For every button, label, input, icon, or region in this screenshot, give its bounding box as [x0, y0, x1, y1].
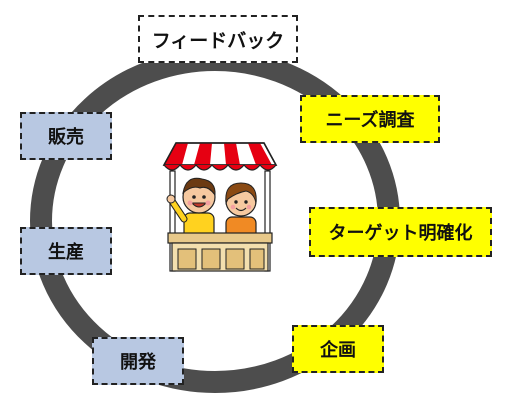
- shop-stall-with-children-icon: [162, 142, 278, 272]
- step-planning-label: 企画: [320, 340, 356, 361]
- step-development-label: 開発: [120, 352, 156, 373]
- step-planning: 企画: [292, 325, 384, 373]
- step-production: 生産: [20, 227, 112, 275]
- step-development: 開発: [92, 337, 184, 385]
- step-sales-label: 販売: [48, 127, 84, 148]
- step-needs-research-label: ニーズ調査: [325, 110, 415, 131]
- step-sales: 販売: [20, 112, 112, 160]
- step-needs-research: ニーズ調査: [300, 95, 440, 143]
- step-feedback-label: フィードバック: [151, 29, 285, 52]
- step-target-clarification: ターゲット明確化: [309, 207, 492, 257]
- step-target-clarification-label: ターゲット明確化: [328, 223, 473, 244]
- step-production-label: 生産: [48, 242, 84, 263]
- step-feedback: フィードバック: [138, 15, 298, 63]
